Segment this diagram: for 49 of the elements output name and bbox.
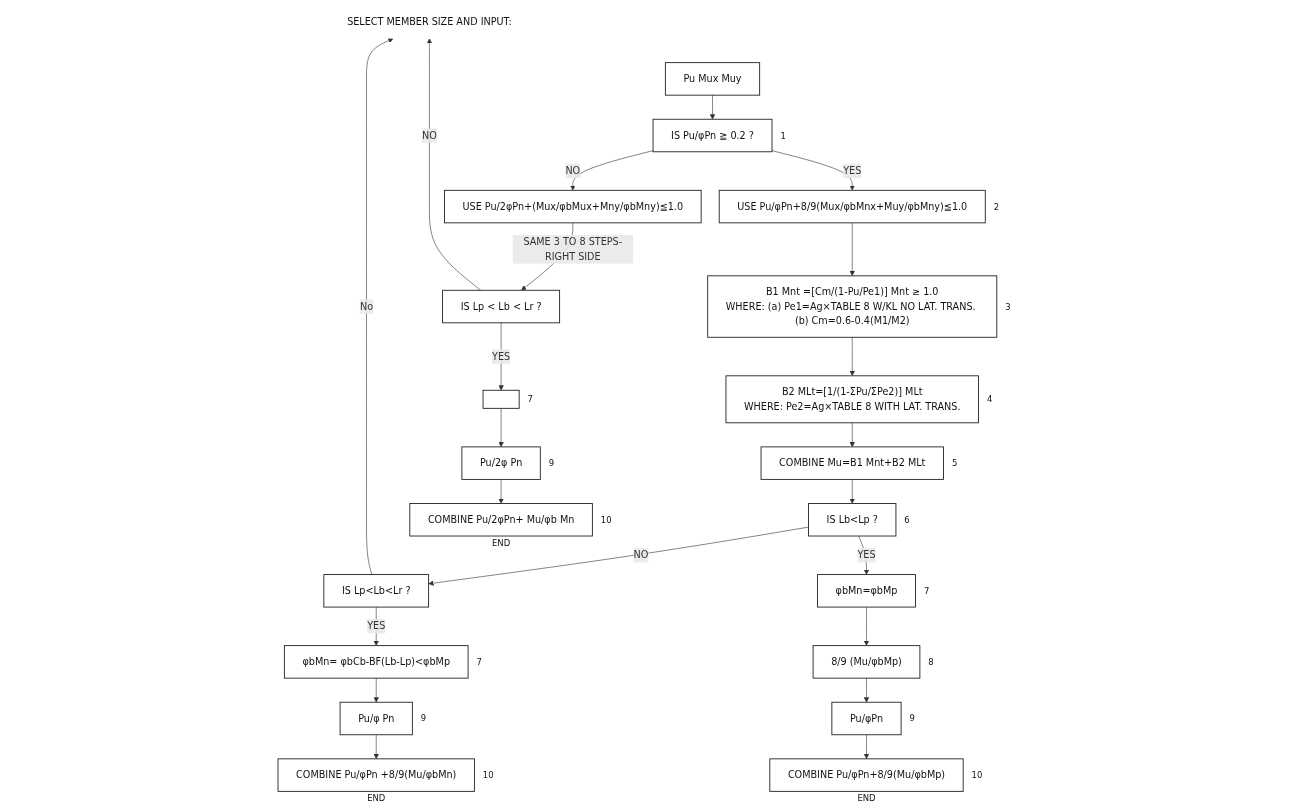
node-box: Pu Mux Muy <box>665 62 761 96</box>
step-number: 6 <box>904 514 910 525</box>
edge-label: NO <box>565 165 581 177</box>
edge-label: No <box>360 300 374 312</box>
edge-label: YES <box>367 620 386 632</box>
node-box: B2 MLt=[1/(1-ΣPu/ΣPe2)] MLt WHERE: Pe2=Ag×TABLE 8 WITH LAT. TRANS. <box>725 375 980 424</box>
step-number: 1 <box>780 130 786 141</box>
edge-label: NO <box>633 549 649 561</box>
step-number: 10 <box>971 770 983 781</box>
step-number: 10 <box>483 770 494 781</box>
step-number: 7 <box>527 394 534 405</box>
step-number: 7 <box>476 656 483 667</box>
step-number: 4 <box>987 394 993 405</box>
node-box: USE Pu/φPn+8/9(Mux/φbMnx+Muy/φbMny)≦1.0 <box>718 189 986 224</box>
node-text: SELECT MEMBER SIZE AND INPUT: <box>347 16 512 28</box>
node-box: USE Pu/2φPn+(Mux/φbMux+Mny/φbMny)≦1.0 <box>444 189 702 224</box>
node-box: COMBINE Pu/2φPn+ Mu/φb Mn <box>409 503 594 537</box>
step-number: 9 <box>909 713 916 724</box>
node-box: IS Lp<Lb<Lr ? <box>323 574 430 608</box>
edge-label: SAME 3 TO 8 STEPS-RIGHT SIDE <box>523 236 623 262</box>
end-label: END <box>857 793 876 803</box>
edge-label: NO <box>422 129 437 141</box>
step-number: 5 <box>952 458 958 469</box>
step-number: 9 <box>548 458 555 469</box>
edge-label: YES <box>857 549 876 561</box>
step-number: 7 <box>924 585 930 596</box>
node-box: Pu/φPn <box>831 701 902 736</box>
step-number: 8 <box>928 656 934 667</box>
node-box: COMBINE Pu/φPn +8/9(Mu/φbMn) <box>277 758 476 792</box>
node-box: COMBINE Mu=B1 Mnt+B2 MLt <box>760 446 945 480</box>
node-box: IS Lp < Lb < Lr ? <box>442 289 561 324</box>
node-box: Pu/φ Pn <box>339 701 413 736</box>
node-box: φbMn= φbCb-BF(Lb-Lp)<φbMp <box>284 645 469 679</box>
edge-label: YES <box>843 165 862 177</box>
step-number: 10 <box>601 514 612 525</box>
node-box: φbMn=φbMp <box>817 574 917 608</box>
node-box: IS Pu/φPn ≧ 0.2 ? <box>652 118 773 153</box>
node-box <box>482 389 520 409</box>
node-box: COMBINE Pu/φPn+8/9(Mu/φbMp) <box>769 758 964 792</box>
step-number: 3 <box>1005 301 1011 312</box>
node-box: Pu/2φ Pn <box>461 446 541 480</box>
edge-label: YES <box>492 350 511 362</box>
step-number: 9 <box>421 713 427 724</box>
end-label: END <box>367 793 386 803</box>
step-number: 2 <box>993 201 1000 212</box>
end-label: END <box>492 537 511 548</box>
node-box: B1 Mnt =[Cm/(1-Pu/Pe1)] Mnt ≥ 1.0 WHERE: (a) Pe1=Ag×TABLE 8 W/KL NO LAT. TRANS. (b) Cm=0.6-0.4(M1/M2) <box>707 275 998 338</box>
node-box: 8/9 (Mu/φbMp) <box>812 645 921 679</box>
node-box: IS Lb<Lp ? <box>808 503 897 537</box>
